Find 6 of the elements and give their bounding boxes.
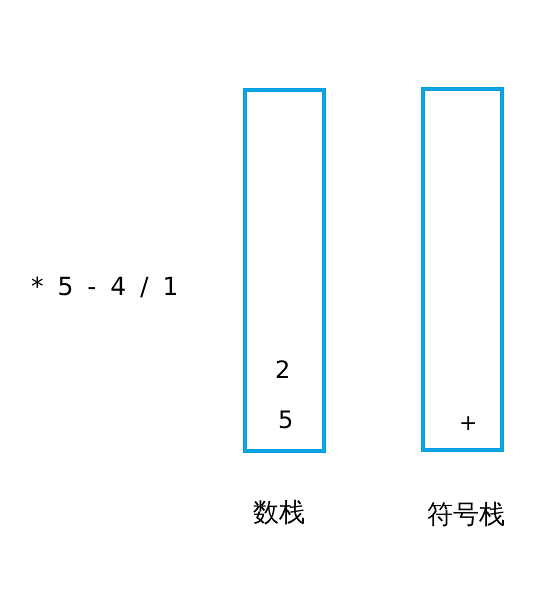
stack-label: 符号栈: [427, 502, 505, 528]
stack-item: 2: [275, 358, 290, 382]
stack-label: 数栈: [253, 500, 305, 526]
stack-item: +: [459, 413, 478, 435]
stack-item: 5: [278, 408, 294, 432]
expression-text: * 5 - 4 / 1: [31, 274, 182, 299]
